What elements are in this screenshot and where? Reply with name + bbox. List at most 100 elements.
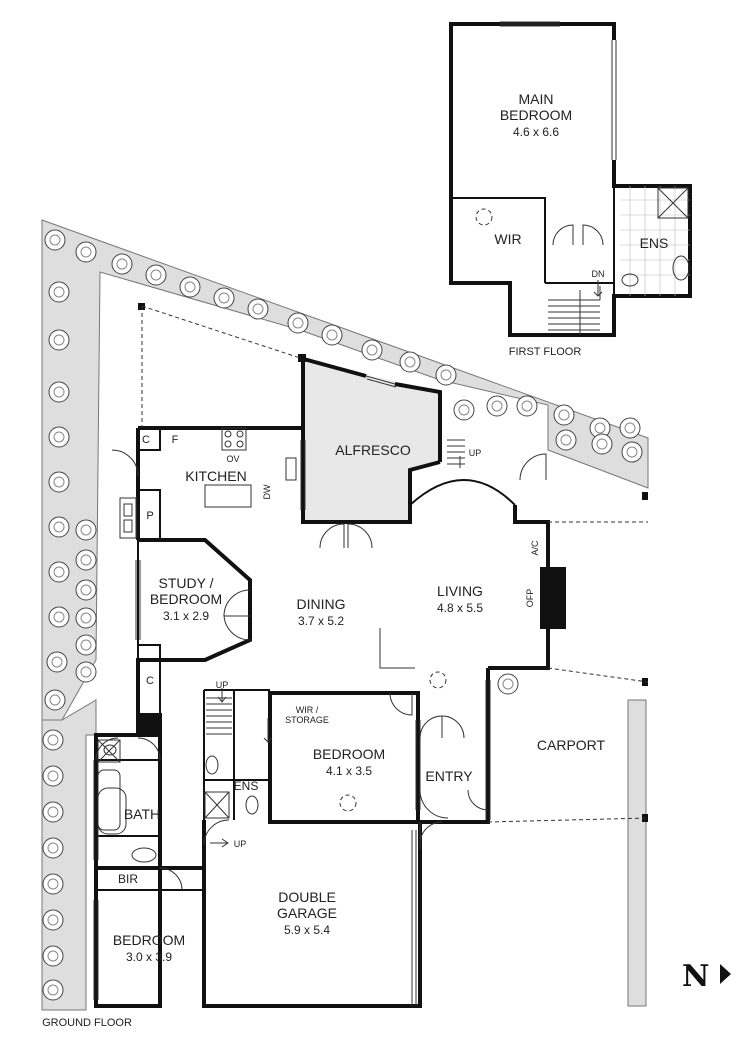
tree-canopy-icon	[558, 409, 570, 421]
tree-canopy-icon	[560, 434, 572, 446]
garage-name-2: GARAGE	[277, 905, 337, 921]
tree-canopy-icon	[47, 734, 59, 746]
tree-canopy-icon	[184, 281, 196, 293]
kitchen-p-label: P	[146, 510, 153, 522]
tree-canopy-icon	[51, 656, 63, 668]
tree-canopy-icon	[458, 404, 470, 416]
tree-icon	[621, 441, 643, 463]
tree-icon	[42, 873, 64, 895]
tree-icon	[361, 339, 383, 361]
north-compass: N	[682, 959, 731, 994]
carport-label: CARPORT	[537, 737, 606, 753]
tree-canopy-icon	[49, 694, 61, 706]
garage-name-1: DOUBLE	[278, 889, 336, 905]
study-name-2: BEDROOM	[150, 591, 222, 607]
ens-ground-label: ENS	[234, 779, 259, 793]
tree-icon	[111, 253, 133, 275]
tree-icon	[75, 661, 97, 683]
tree-canopy-icon	[366, 344, 378, 356]
tree-icon	[75, 549, 97, 571]
dining-size: 3.7 x 5.2	[298, 614, 344, 628]
tree-icon	[48, 381, 70, 403]
study-size: 3.1 x 2.9	[163, 609, 209, 623]
tree-icon	[42, 729, 64, 751]
tree-icon	[486, 395, 508, 417]
tree-icon	[48, 561, 70, 583]
ground-floor-plan	[93, 280, 649, 1008]
tree-icon	[42, 837, 64, 859]
ens-first-label: ENS	[640, 235, 669, 251]
tree-icon	[435, 364, 457, 386]
tree-canopy-icon	[218, 292, 230, 304]
tree-icon	[247, 298, 269, 320]
tree-canopy-icon	[80, 666, 92, 678]
wir-up-label: UP	[216, 680, 229, 690]
tree-canopy-icon	[53, 521, 65, 533]
tree-canopy-icon	[47, 806, 59, 818]
tree-canopy-icon	[116, 258, 128, 270]
main-bedroom-size: 4.6 x 6.6	[513, 125, 559, 139]
tree-icon	[75, 607, 97, 629]
tree-icon	[48, 606, 70, 628]
tree-icon	[553, 404, 575, 426]
tree-canopy-icon	[53, 286, 65, 298]
tree-canopy-icon	[53, 566, 65, 578]
main-bedroom-name-2: BEDROOM	[500, 107, 572, 123]
tree-canopy-icon	[80, 554, 92, 566]
tree-icon	[42, 765, 64, 787]
tree-canopy-icon	[53, 334, 65, 346]
tree-icon	[48, 281, 70, 303]
bath-label: BATH	[124, 806, 160, 822]
tree-icon	[399, 351, 421, 373]
tree-icon	[75, 579, 97, 601]
tree-icon	[591, 433, 613, 455]
closet-label: C	[146, 675, 154, 687]
tree-icon	[42, 945, 64, 967]
tree-icon	[75, 519, 97, 541]
kitchen-c-label: C	[142, 434, 150, 446]
tree-icon	[555, 429, 577, 451]
tree-canopy-icon	[53, 611, 65, 623]
tree-icon	[516, 395, 538, 417]
tree-icon	[42, 979, 64, 1001]
stair-dn-label: DN	[592, 269, 605, 279]
bedroom2-size: 4.1 x 3.5	[326, 764, 372, 778]
tree-icon	[48, 426, 70, 448]
bir-label: BIR	[118, 872, 138, 886]
tree-icon	[145, 264, 167, 286]
living-ofp-label: OFP	[525, 589, 535, 608]
tree-canopy-icon	[626, 446, 638, 458]
tree-icon	[321, 324, 343, 346]
tree-canopy-icon	[80, 524, 92, 536]
tree-canopy-icon	[624, 422, 636, 434]
tree-icon	[42, 909, 64, 931]
tree-canopy-icon	[53, 386, 65, 398]
tree-canopy-icon	[521, 400, 533, 412]
garage-size: 5.9 x 5.4	[284, 923, 330, 937]
ground-floor-labels: ALFRESCO UP KITCHEN C F OV DW P STUDY / …	[42, 434, 605, 1029]
bedroom3-size: 3.0 x 3.9	[126, 950, 172, 964]
tree-icon	[46, 651, 68, 673]
bedroom3-label: BEDROOM	[113, 932, 185, 948]
tree-canopy-icon	[49, 234, 61, 246]
tree-canopy-icon	[47, 950, 59, 962]
tree-canopy-icon	[53, 431, 65, 443]
tree-canopy-icon	[502, 678, 514, 690]
tree-canopy-icon	[80, 639, 92, 651]
first-floor-plan	[449, 21, 692, 337]
tree-icon	[287, 312, 309, 334]
living-ac-label: A/C	[530, 540, 540, 556]
tree-canopy-icon	[47, 878, 59, 890]
tree-canopy-icon	[594, 422, 606, 434]
study-name-1: STUDY /	[159, 575, 214, 591]
tree-icon	[48, 516, 70, 538]
tree-canopy-icon	[47, 914, 59, 926]
tree-canopy-icon	[80, 246, 92, 258]
tree-canopy-icon	[252, 303, 264, 315]
tree-icon	[48, 471, 70, 493]
kitchen-dw-label: DW	[262, 484, 272, 499]
tree-canopy-icon	[440, 369, 452, 381]
kitchen-ov-label: OV	[226, 454, 239, 464]
compass-n-label: N	[682, 959, 709, 994]
